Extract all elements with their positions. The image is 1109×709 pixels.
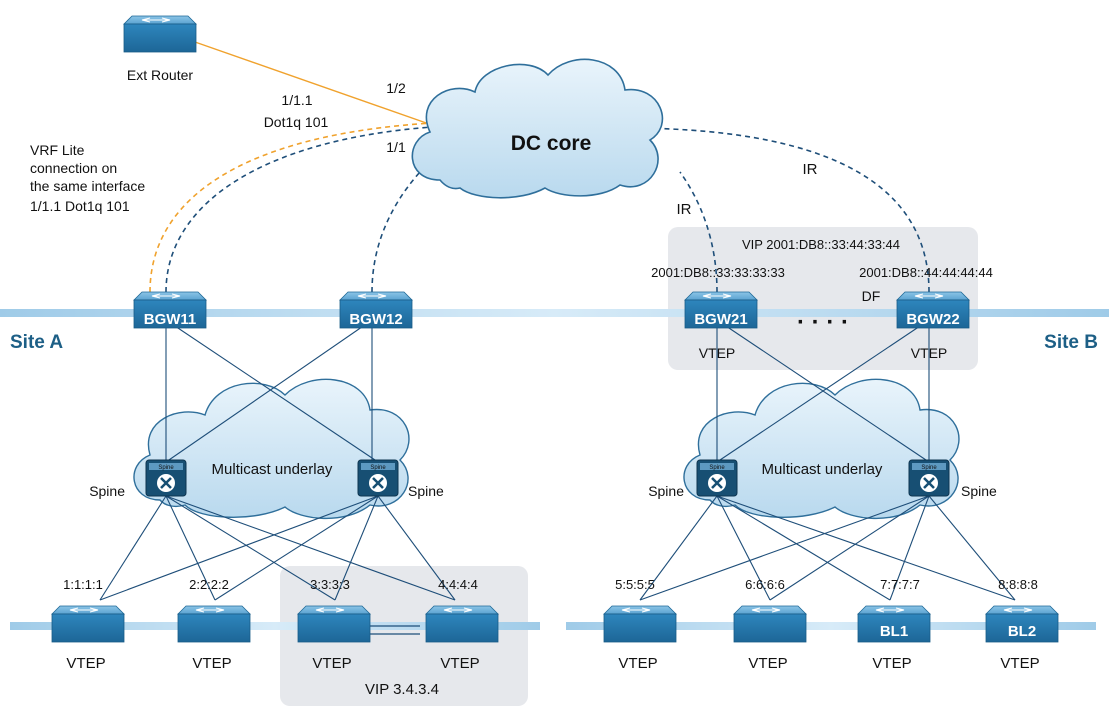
sitea-leaf-1-name: VTEP — [66, 655, 105, 672]
bgw-band — [0, 309, 1109, 317]
bgw12-core-link — [371, 171, 421, 293]
bgw22-core-link — [634, 127, 930, 293]
ext-router-link — [194, 41, 433, 126]
dc-core-cloud — [411, 58, 664, 199]
sitea-leaf-3-ip: 3:3:3:3 — [310, 577, 350, 592]
sitea-leaf-3-name: VTEP — [312, 655, 351, 672]
vip-siteb-label: VIP 2001:DB8::33:44:33:44 — [742, 237, 900, 252]
bgw11-switch[interactable]: BGW11 — [133, 291, 207, 329]
ir-left-label: IR — [677, 201, 692, 218]
link-1-2-label: 1/2 — [386, 80, 406, 96]
site-a-label: Site A — [10, 332, 63, 353]
sitea-vip-panel — [280, 566, 528, 706]
bgw12-label: BGW12 — [349, 311, 402, 328]
bgw11-core-link — [165, 126, 433, 293]
siteb-spine-left[interactable]: Spine — [695, 458, 739, 498]
vrf-lite-line-1: VRF Lite — [30, 142, 85, 158]
sitea-leaf-2-name: VTEP — [192, 655, 231, 672]
sitea-leaf-4-ip: 4:4:4:4 — [438, 577, 478, 592]
vrf-lite-line-2: connection on — [30, 160, 117, 176]
siteb-leaf-3-ip: 7:7:7:7 — [880, 577, 920, 592]
sitea-leaf-2-ip: 2:2:2:2 — [189, 577, 229, 592]
siteb-leaf-2-ip: 6:6:6:6 — [745, 577, 785, 592]
siteb-bgw-spine-links — [716, 319, 930, 463]
vrf-lite-line-4: 1/1.1 Dot1q 101 — [30, 198, 130, 214]
sitea-spine-right-label: Spine — [408, 483, 444, 499]
spine-badge: Spine — [921, 465, 937, 471]
siteb-leaf-4-name: VTEP — [1000, 655, 1039, 672]
link-1-1-1-label: 1/1.1 — [281, 92, 312, 108]
siteb-spine-leaf-links — [639, 495, 1016, 601]
df-label: DF — [862, 288, 881, 304]
siteb-leaf-3[interactable]: BL1 — [857, 605, 931, 643]
sitea-leaf-4-name: VTEP — [440, 655, 479, 672]
spine-badge: Spine — [709, 465, 725, 471]
siteb-leaf-1-ip: 5:5:5:5 — [615, 577, 655, 592]
sitea-spine-left-label: Spine — [89, 483, 125, 499]
sitea-underlay-label: Multicast underlay — [212, 461, 333, 478]
bgw22-label: BGW22 — [906, 311, 959, 328]
bgw12-switch[interactable]: BGW12 — [339, 291, 413, 329]
ir-right-label: IR — [803, 161, 818, 178]
sitea-leaf-4[interactable] — [425, 605, 499, 643]
vip-sitea-label: VIP 3.4.3.4 — [365, 681, 439, 698]
bgw21-vtep-label: VTEP — [699, 345, 736, 361]
siteb-underlay-cloud — [683, 378, 960, 520]
sitea-leaf-1[interactable] — [51, 605, 125, 643]
siteb-spine-left-label: Spine — [648, 483, 684, 499]
bgw21-switch[interactable]: BGW21 — [684, 291, 758, 329]
sitea-spine-right[interactable]: Spine — [356, 458, 400, 498]
leaf-band-a — [10, 622, 540, 630]
spine-badge: Spine — [158, 465, 174, 471]
siteb-leaf-4-ip: 8:8:8:8 — [998, 577, 1038, 592]
sitea-underlay-cloud — [133, 378, 410, 520]
bgw22-vtep-label: VTEP — [911, 345, 948, 361]
bgw11-label: BGW11 — [144, 311, 197, 328]
bgw-dots: · · · · — [797, 309, 849, 336]
site-b-label: Site B — [1044, 332, 1098, 353]
dot1q-label: Dot1q 101 — [264, 114, 329, 130]
vrf-lite-line-3: the same interface — [30, 178, 145, 194]
siteb-leaf-1[interactable] — [603, 605, 677, 643]
bl2-label: BL2 — [1008, 623, 1036, 640]
siteb-leaf-4[interactable]: BL2 — [985, 605, 1059, 643]
dc-core-label: DC core — [511, 132, 592, 155]
siteb-leaf-2-name: VTEP — [748, 655, 787, 672]
bgw21-ip-label: 2001:DB8::33:33:33:33 — [651, 265, 785, 280]
spine-badge: Spine — [370, 465, 386, 471]
sitea-spine-left[interactable]: Spine — [144, 458, 188, 498]
siteb-leaf-1-name: VTEP — [618, 655, 657, 672]
bgw22-ip-label: 2001:DB8::44:44:44:44 — [859, 265, 993, 280]
leaf-band-b — [566, 622, 1096, 630]
bl1-label: BL1 — [880, 623, 908, 640]
ext-router-label: Ext Router — [127, 67, 193, 83]
ext-router-icon — [123, 15, 197, 53]
sitea-leaf-1-ip: 1:1:1:1 — [63, 577, 103, 592]
sitea-bgw-spine-links — [165, 319, 379, 463]
bgw21-label: BGW21 — [694, 311, 747, 328]
sitea-spine-leaf-links — [99, 495, 456, 601]
sitea-leaf-3[interactable] — [297, 605, 371, 643]
siteb-leaf-3-name: VTEP — [872, 655, 911, 672]
siteb-bgw-panel — [668, 227, 978, 370]
sitea-leaf-2[interactable] — [177, 605, 251, 643]
siteb-spine-right[interactable]: Spine — [907, 458, 951, 498]
siteb-spine-right-label: Spine — [961, 483, 997, 499]
siteb-leaf-2[interactable] — [733, 605, 807, 643]
vpc-peer-link — [370, 625, 420, 635]
link-1-1-label: 1/1 — [386, 139, 406, 155]
siteb-underlay-label: Multicast underlay — [762, 461, 883, 478]
bgw22-switch[interactable]: BGW22 — [896, 291, 970, 329]
vrf-lite-orange-link — [149, 122, 433, 293]
